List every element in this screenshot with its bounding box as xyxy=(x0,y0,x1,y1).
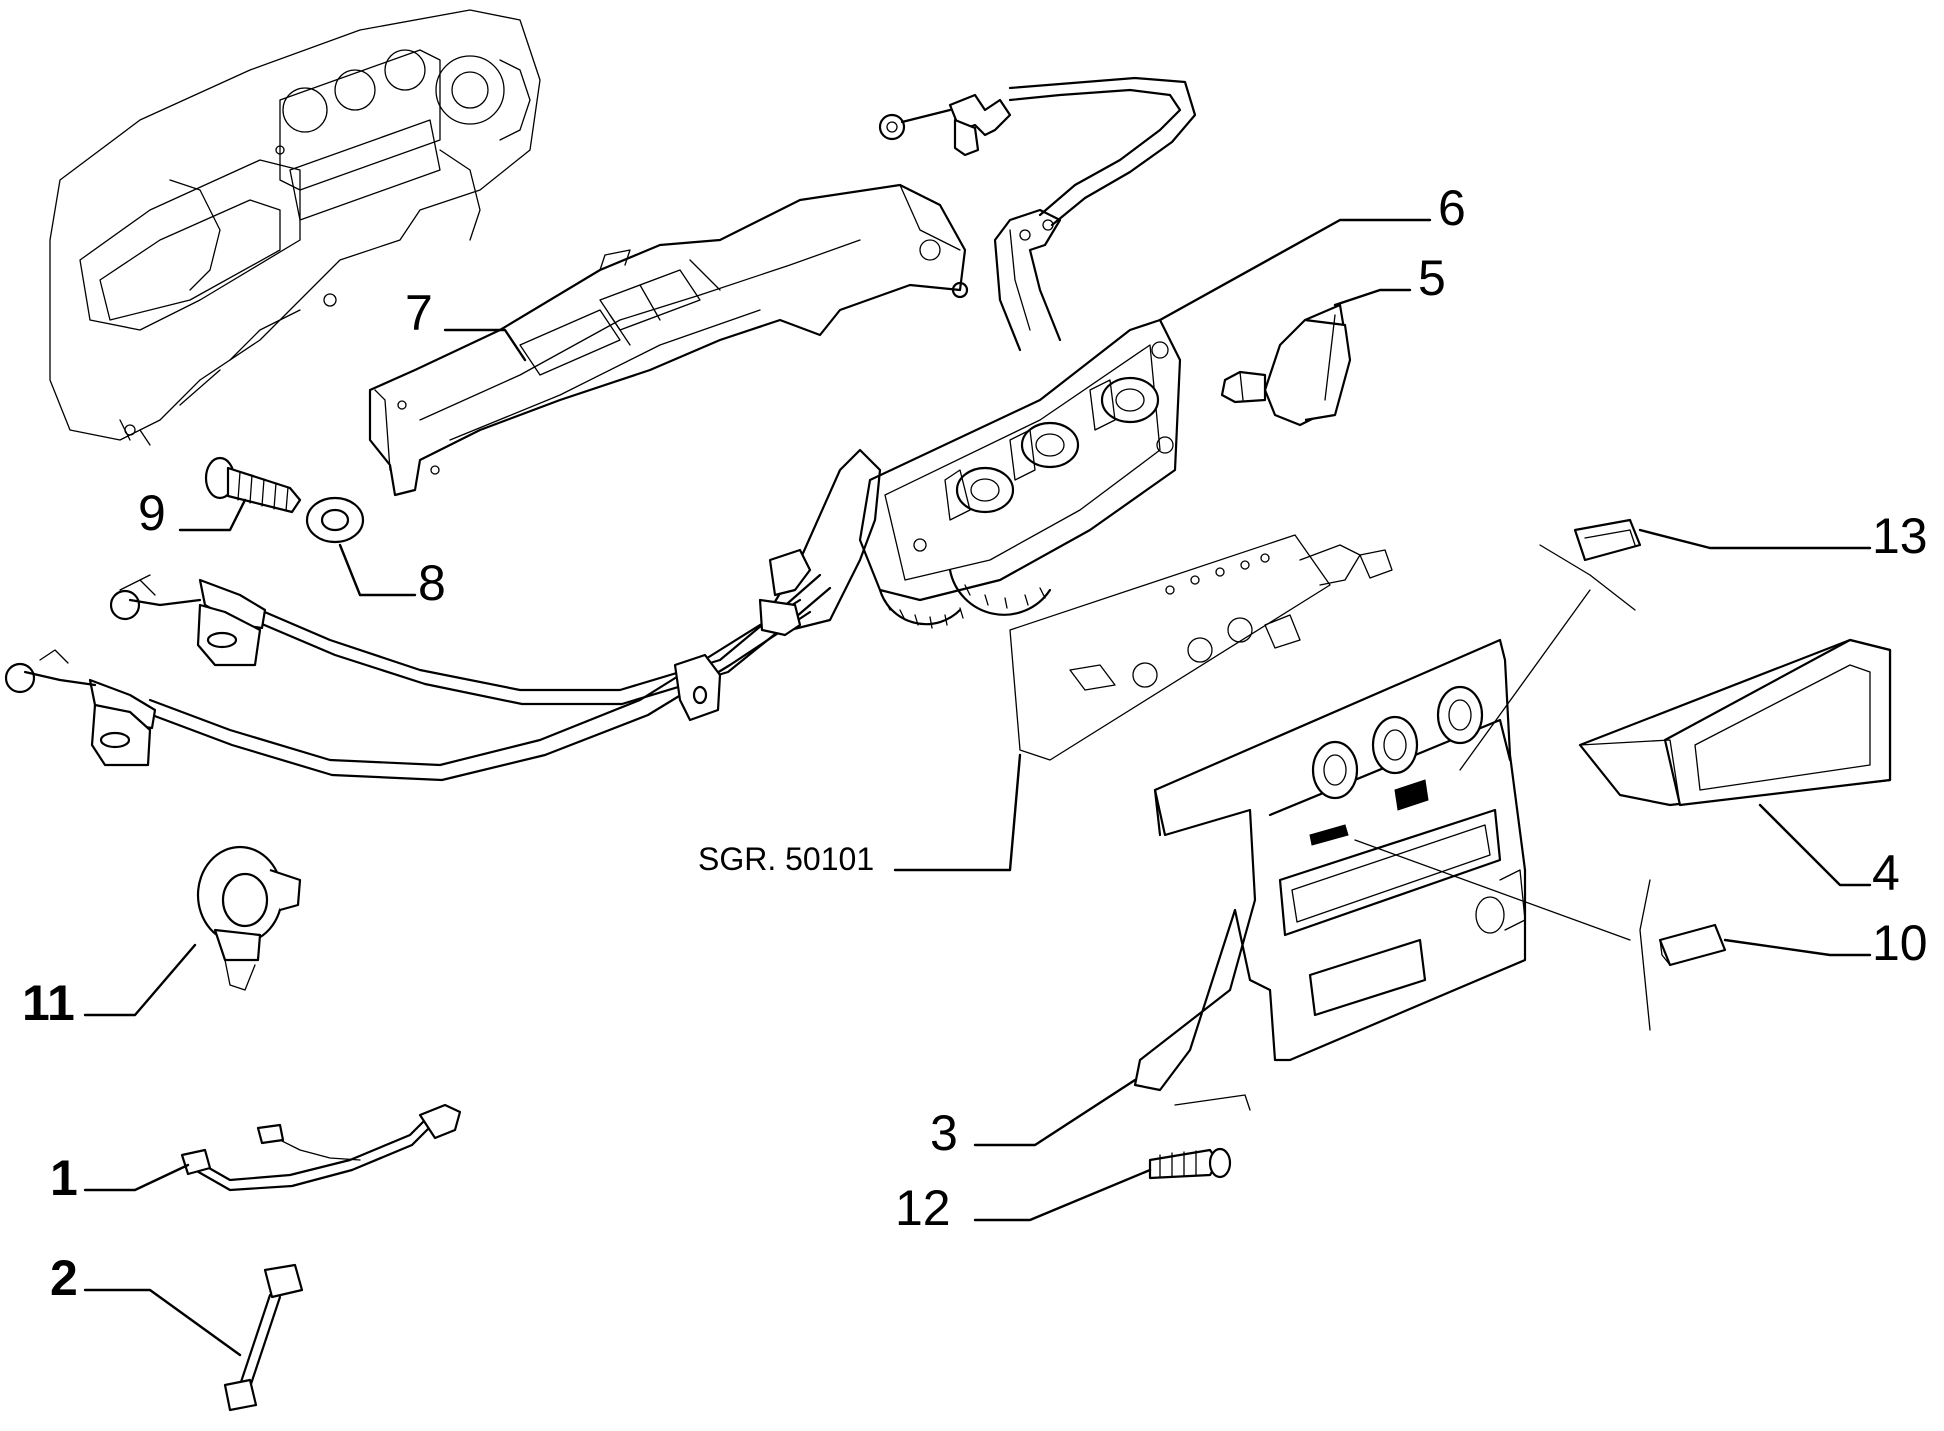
callout-12: 12 xyxy=(895,1180,951,1236)
screw-part-12 xyxy=(1148,1147,1232,1180)
callout-8: 8 xyxy=(418,555,446,611)
cap-part-13 xyxy=(1573,518,1642,562)
callout-10: 10 xyxy=(1872,915,1928,971)
reference-panel-sgr-50101 xyxy=(1009,534,1393,761)
wiring-jumper-part-2 xyxy=(223,1263,304,1412)
screw-part-9 xyxy=(204,456,302,514)
knob-part-5 xyxy=(1220,303,1352,427)
leader-12 xyxy=(973,1168,1152,1222)
callout-13: 13 xyxy=(1872,508,1928,564)
leader-sgr xyxy=(893,753,1022,872)
callout-5: 5 xyxy=(1418,250,1446,306)
leader-11 xyxy=(83,943,197,1017)
callout-2: 2 xyxy=(50,1250,78,1306)
mounting-bracket-part-7 xyxy=(368,183,969,497)
cap-part-10 xyxy=(1658,923,1727,967)
clip-part-11 xyxy=(196,845,302,991)
leader-1 xyxy=(83,1163,190,1192)
washer-part-8 xyxy=(305,496,365,544)
leader-4 xyxy=(1758,803,1872,887)
reference-label: SGR. 50101 xyxy=(698,841,874,877)
callout-11: 11 xyxy=(22,975,75,1031)
callout-1: 1 xyxy=(50,1150,78,1206)
leader-10 xyxy=(1723,938,1872,957)
callout-3: 3 xyxy=(930,1105,958,1161)
control-cables-lower xyxy=(4,548,832,782)
wiring-harness-part-1 xyxy=(180,1103,462,1192)
control-cable-upper xyxy=(878,76,1197,227)
leader-5 xyxy=(1333,288,1412,307)
callout-6: 6 xyxy=(1438,180,1466,236)
dashboard-context xyxy=(49,9,541,446)
leader-7 xyxy=(443,328,527,362)
leader-2 xyxy=(83,1288,242,1357)
leader-lines xyxy=(83,218,1872,1357)
leader-9 xyxy=(178,498,247,532)
callout-7: 7 xyxy=(405,285,433,341)
leader-8 xyxy=(338,543,417,597)
leader-13 xyxy=(1638,528,1872,550)
fascia-part-3 xyxy=(1133,544,1651,1111)
callout-labels: 6 5 7 9 8 13 4 10 3 12 11 1 2 SGR. 50101 xyxy=(22,180,1928,1306)
leader-6 xyxy=(1158,218,1432,322)
callout-9: 9 xyxy=(138,485,166,541)
callout-4: 4 xyxy=(1872,845,1900,901)
display-cover-part-4 xyxy=(1578,638,1892,807)
leader-3 xyxy=(973,1078,1137,1147)
